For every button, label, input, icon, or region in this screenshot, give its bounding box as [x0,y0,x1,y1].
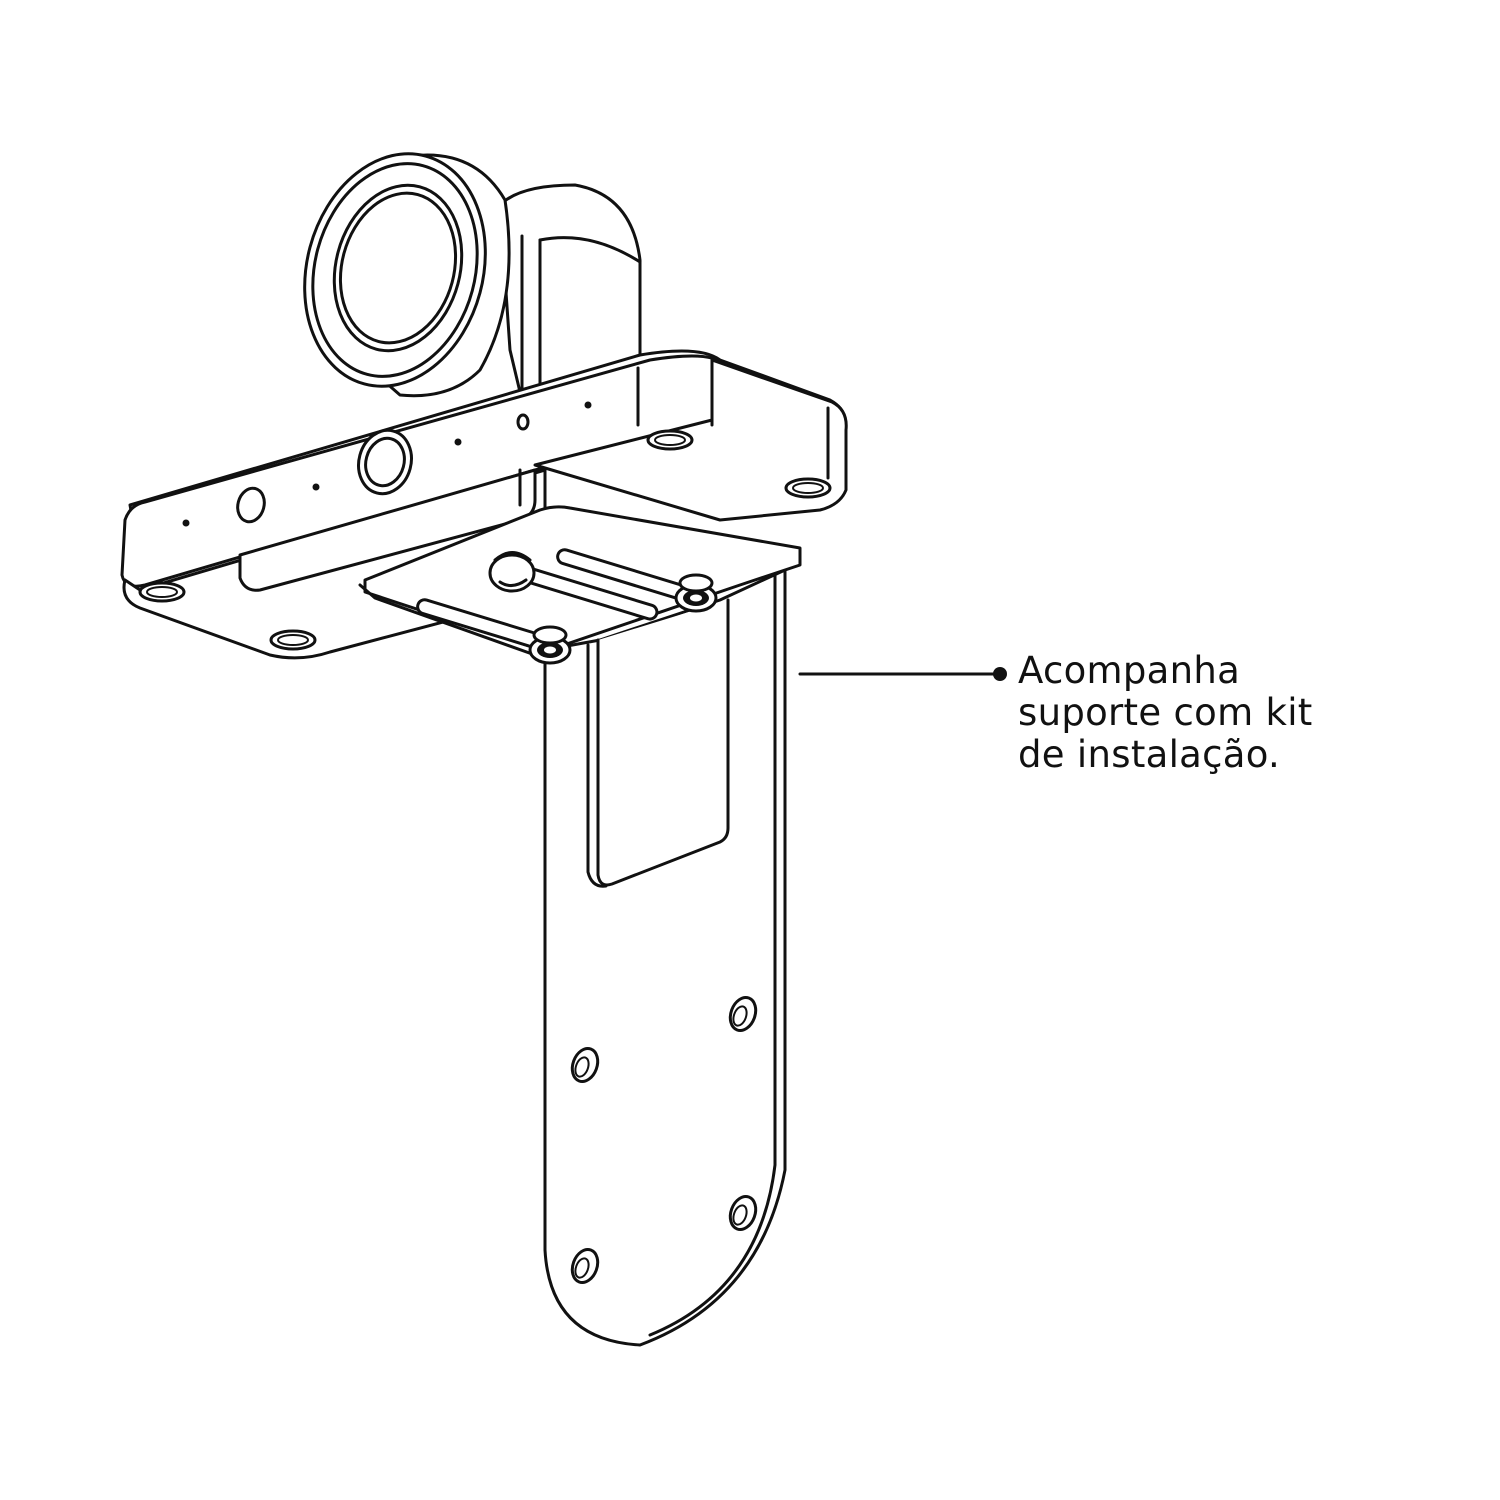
callout-leader [798,667,1007,681]
mic-hole-icon [454,438,462,446]
mounting-hole [728,1195,758,1231]
callout-dot-icon [993,667,1007,681]
indicator-light-icon [236,486,266,524]
callout-text: Acompanha suporte com kit de instalação. [1018,650,1478,776]
mic-hole-icon [584,401,592,409]
captive-screw-icon [488,551,536,593]
mounting-plate [358,505,802,657]
mounting-hole [728,996,758,1032]
thumb-screw-icon [674,573,718,613]
camera-head [303,152,642,398]
callout-line: de instalação. [1018,733,1281,776]
wall-bracket [543,568,787,1347]
foot-pad [269,629,317,651]
mounting-hole [570,1047,600,1083]
foot-pad [646,429,694,451]
mic-hole-icon [516,413,530,431]
mounting-hole [570,1248,600,1284]
lens-icon [303,152,487,388]
mic-hole-icon [182,519,190,527]
foot-pad [784,477,832,499]
callout-line: suporte com kit [1018,691,1313,734]
thumb-screw-icon [528,625,572,665]
mic-hole-icon [312,483,320,491]
callout-line: Acompanha [1018,649,1241,692]
foot-pad [138,581,186,603]
